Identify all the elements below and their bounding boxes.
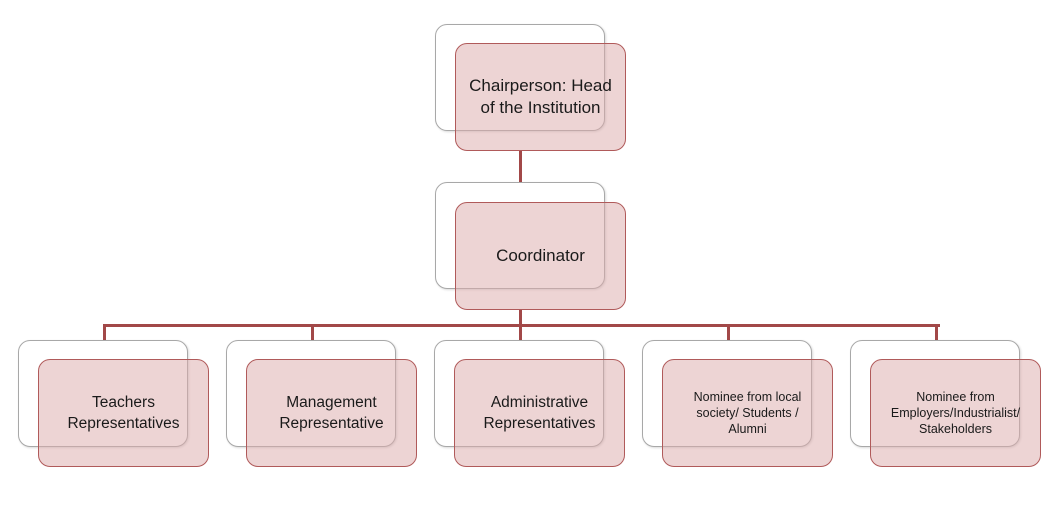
node-label: Nominee from Employers/Industrialist/ St…	[890, 390, 1021, 436]
node-administrative: Administrative Representatives	[454, 359, 625, 467]
node-coordinator: Coordinator	[455, 202, 626, 310]
node-management: Management Representative	[246, 359, 417, 467]
node-label: Teachers Representatives	[67, 394, 180, 432]
connector-drop	[727, 324, 730, 341]
connector-drop	[311, 324, 314, 341]
connector-coordinator-down	[519, 309, 522, 326]
node-nominee-employers: Nominee from Employers/Industrialist/ St…	[870, 359, 1041, 467]
node-label: Chairperson: Head of the Institution	[469, 76, 612, 117]
node-label: Administrative Representatives	[483, 394, 596, 432]
node-teachers: Teachers Representatives	[38, 359, 209, 467]
node-label: Nominee from local society/ Students / A…	[693, 390, 802, 436]
connector-drop	[519, 324, 522, 341]
node-label: Coordinator	[496, 246, 585, 265]
node-label: Management Representative	[279, 394, 384, 432]
connector-drop	[935, 324, 938, 341]
node-chairperson: Chairperson: Head of the Institution	[455, 43, 626, 151]
connector-drop	[103, 324, 106, 341]
connector-chair-coordinator	[519, 151, 522, 203]
node-nominee-society: Nominee from local society/ Students / A…	[662, 359, 833, 467]
